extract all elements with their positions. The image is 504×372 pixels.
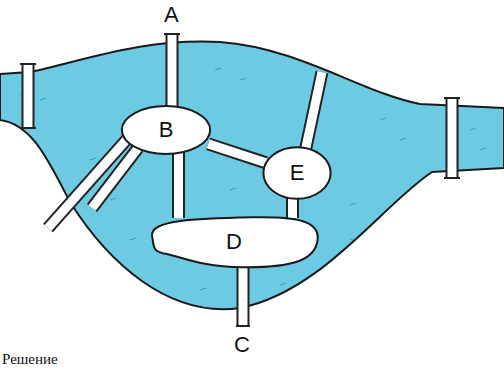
- region-label: Решение: [2, 352, 58, 367]
- island-letter: E: [290, 162, 305, 184]
- island: E: [262, 145, 332, 201]
- water-ripples: [20, 68, 486, 290]
- island: B: [120, 104, 212, 156]
- bridge: [208, 144, 266, 163]
- region-label: C: [234, 334, 250, 356]
- bridges: [20, 34, 460, 326]
- region-label: A: [164, 4, 179, 26]
- river: [0, 42, 504, 310]
- bridge: [292, 197, 293, 218]
- island: D: [145, 214, 323, 270]
- island-letter: B: [159, 119, 174, 141]
- bridge: [178, 152, 179, 218]
- island-letter: D: [226, 231, 242, 253]
